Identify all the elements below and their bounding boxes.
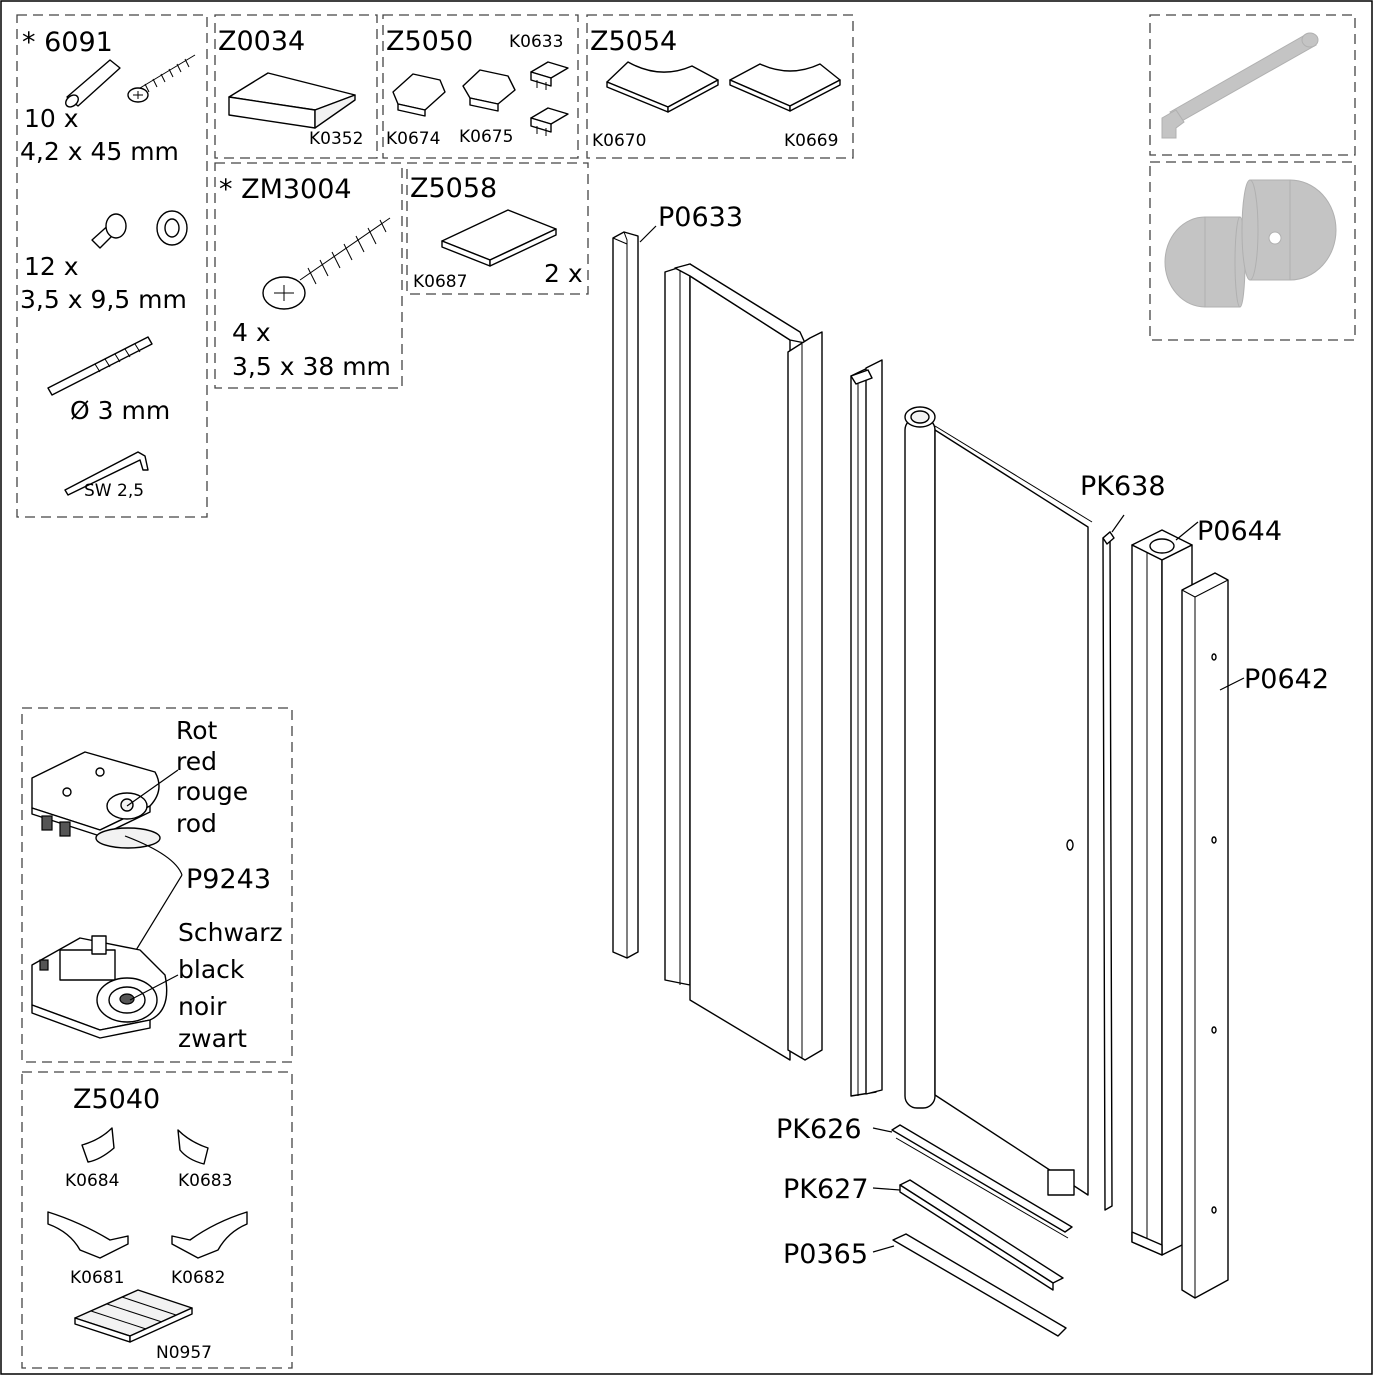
part-k0687: K0687	[413, 272, 467, 292]
label-p0365: P0365	[783, 1239, 868, 1270]
door-profile	[850, 359, 883, 1097]
door-panel	[904, 406, 1093, 1196]
kit-p9243: Rot red rouge rod P9243 Schwarz black no…	[21, 707, 293, 1063]
washer-icon	[156, 210, 188, 246]
drill-bit-icon	[47, 336, 153, 396]
optional-wall-spacer	[1149, 161, 1356, 341]
bolt-icon	[91, 213, 127, 249]
size-bolts: 3,5 x 9,5 mm	[20, 285, 187, 314]
part-k0683-icon	[177, 1129, 209, 1165]
label-pk638: PK638	[1080, 471, 1166, 502]
adhesive-pads-icon	[74, 1289, 193, 1343]
color-red-de: Rot	[176, 716, 218, 745]
drill-size: Ø 3 mm	[70, 396, 170, 425]
wood-screw-icon	[262, 217, 391, 310]
label-pk626: PK626	[776, 1114, 862, 1145]
seal-pk627	[899, 1179, 1064, 1291]
label-p0642: P0642	[1244, 664, 1329, 695]
part-k0670: K0670	[592, 131, 646, 151]
kit-6091: * 6091 10 x 4,2 x 45 mm 12 x 3,5 x 9,5 m…	[16, 14, 208, 518]
color-red-en: red	[176, 747, 217, 776]
top-cap-k0687-icon	[441, 209, 557, 267]
kit-z5058: Z5058 K0687 2 x	[406, 162, 589, 295]
part-k0682: K0682	[171, 1268, 225, 1288]
kit-z5054: Z5054 K0670 K0669	[586, 14, 854, 159]
kit-z5050-code: Z5050	[386, 26, 473, 57]
kit-z5058-code: Z5058	[410, 173, 497, 204]
kit-z0034: Z0034 K0352	[214, 14, 378, 159]
kit-z5040-code: Z5040	[73, 1084, 160, 1115]
qty-k0687: 2 x	[544, 259, 583, 288]
part-k0682-icon	[171, 1211, 248, 1259]
end-cap-small-2-icon	[530, 107, 569, 136]
seal-pk626	[891, 1124, 1073, 1239]
door-assembly: P0633	[612, 202, 1329, 1337]
cover-plate-k0670-icon	[606, 61, 719, 113]
qty-bolts: 12 x	[24, 252, 79, 281]
part-k0352: K0352	[309, 129, 363, 149]
wedge-block-icon	[228, 72, 356, 129]
kit-zm3004-code: * ZM3004	[219, 174, 352, 205]
part-k0684: K0684	[65, 1171, 119, 1191]
color-red-nl: rod	[176, 809, 217, 838]
stabilizer-bar-icon	[1161, 32, 1319, 139]
hex-key-size: SW 2,5	[84, 481, 144, 501]
color-black-fr: noir	[178, 992, 227, 1021]
wall-spacer-icon	[1164, 179, 1337, 308]
part-k0683: K0683	[178, 1171, 232, 1191]
end-cap-k0674-icon	[392, 73, 446, 117]
qty-wall-plugs: 10 x	[24, 104, 79, 133]
kit-z5054-code: Z5054	[590, 26, 677, 57]
part-k0669: K0669	[784, 131, 838, 151]
part-k0675: K0675	[459, 127, 513, 147]
size-wall-plugs: 4,2 x 45 mm	[20, 137, 179, 166]
hinge-red-icon	[31, 751, 161, 849]
color-black-nl: zwart	[178, 1024, 247, 1053]
label-pk627: PK627	[783, 1174, 869, 1205]
part-k0681-icon	[47, 1211, 129, 1259]
part-k0633: K0633	[509, 32, 563, 52]
wall-plug-icon	[65, 59, 121, 108]
color-red-fr: rouge	[176, 777, 248, 806]
hinge-black-icon	[31, 935, 168, 1039]
kit-z0034-code: Z0034	[218, 26, 305, 57]
size-wood-screws: 3,5 x 38 mm	[232, 352, 391, 381]
kit-6091-code: * 6091	[22, 27, 113, 58]
qty-wood-screws: 4 x	[232, 318, 271, 347]
screw-icon	[127, 54, 196, 103]
p9243-code: P9243	[186, 864, 271, 895]
part-k0684-icon	[81, 1127, 115, 1163]
seal-pk638	[1102, 531, 1115, 1211]
part-n0957: N0957	[156, 1343, 212, 1363]
end-cap-small-1-icon	[530, 61, 569, 90]
kit-z5040: Z5040 K0684 K0683 K0681 K0682 N0957	[21, 1071, 293, 1369]
cover-plate-k0669-icon	[729, 63, 841, 112]
profile-p0642	[1181, 572, 1229, 1299]
strip-p0365	[892, 1233, 1067, 1337]
color-black-de: Schwarz	[178, 918, 283, 947]
kit-z5050: Z5050 K0633 K0674 K0675	[382, 14, 579, 159]
label-p0633: P0633	[658, 202, 743, 233]
part-k0681: K0681	[70, 1268, 124, 1288]
post-p0644	[1131, 529, 1193, 1256]
optional-stabilizer-bar	[1149, 14, 1356, 156]
end-cap-k0675-icon	[462, 69, 516, 112]
kit-zm3004: * ZM3004 4 x 3,5 x 38 mm	[214, 162, 403, 389]
wall-profile-p0633	[612, 231, 639, 959]
hex-key-icon	[64, 451, 149, 496]
part-k0674: K0674	[386, 129, 440, 149]
label-p0644: P0644	[1197, 516, 1282, 547]
fixed-panel	[664, 263, 823, 1061]
color-black-en: black	[178, 955, 245, 984]
